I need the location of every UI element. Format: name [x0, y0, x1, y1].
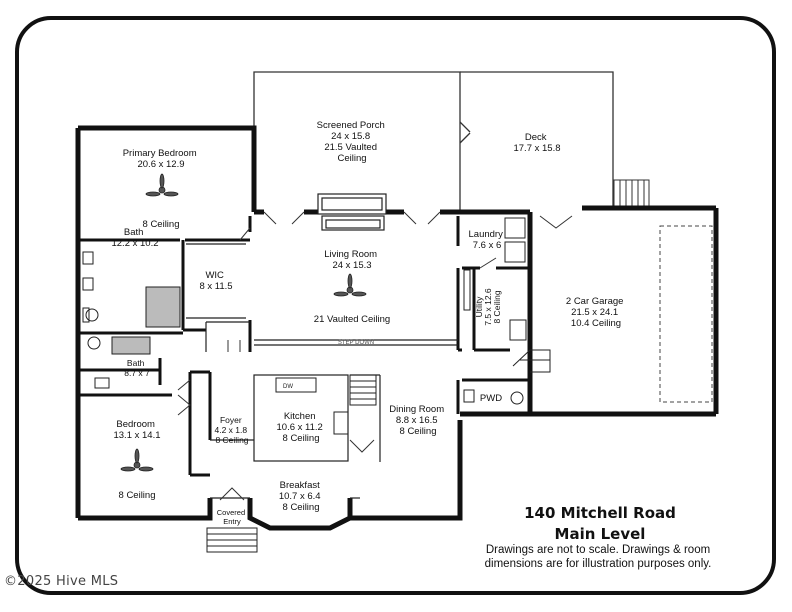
ceiling-fan-icon	[120, 448, 154, 472]
mls-watermark: ©2025 Hive MLS	[4, 574, 119, 589]
level-line: Main Level	[554, 525, 646, 543]
svg-text:Utility: Utility	[474, 296, 484, 318]
fireplace	[317, 193, 387, 231]
deck-stairs	[613, 179, 650, 209]
shower-tiles	[111, 286, 181, 355]
laundry-label: Laundry 7.6 x 6	[469, 229, 506, 251]
ceiling-fan-icon	[145, 173, 179, 197]
plan-title: 140 Mitchell Road Main Level	[470, 503, 730, 545]
kitchen-stairs	[349, 374, 377, 406]
garage-label: 2 Car Garage 21.5 x 24.1 10.4 Ceiling	[566, 296, 626, 329]
bedroom-label: Bedroom 13.1 x 14.1	[113, 419, 160, 441]
pwd-label: PWD	[480, 393, 502, 404]
disclaimer-line-1: Drawings are not to scale. Drawings & ro…	[485, 544, 711, 556]
svg-text:7.5 x 12.6: 7.5 x 12.6	[483, 288, 493, 326]
deck-outline	[459, 71, 614, 208]
dishwasher-label: DW	[283, 384, 293, 390]
bath-label: Bath 12.2 x 10.2	[111, 227, 158, 249]
fixtures	[82, 217, 527, 435]
thin-partitions	[186, 243, 458, 499]
wic-label: WIC 8 x 11.5	[199, 270, 232, 292]
covered-entry-label: Covered Entry	[217, 508, 247, 526]
ceiling-fan-icon	[333, 273, 367, 297]
page-frame	[15, 16, 776, 595]
primary-bedroom-ceiling: 8 Ceiling	[143, 219, 180, 230]
living-room-ceiling: 21 Vaulted Ceiling	[314, 314, 390, 325]
entry-steps	[206, 527, 258, 553]
foyer-label: Foyer 4.2 x 1.8 8 Ceiling	[215, 415, 250, 445]
disclaimer: Drawings are not to scale. Drawings & ro…	[448, 543, 748, 571]
address-line: 140 Mitchell Road	[524, 504, 676, 522]
bedroom-ceiling: 8 Ceiling	[119, 490, 156, 501]
bath-2-label: Bath 8.7 x 7	[124, 358, 150, 378]
deck-label: Deck 17.7 x 15.8	[513, 132, 560, 154]
screened-porch-label: Screened Porch 24 x 15.8 21.5 Vaulted Ce…	[317, 120, 388, 164]
svg-text:8 Ceiling: 8 Ceiling	[492, 290, 502, 323]
garage-steps	[512, 349, 551, 373]
step-down-label: STEP DOWN	[338, 340, 374, 346]
utility-label: Utility 7.5 x 12.6 8 Ceiling	[474, 288, 502, 326]
primary-bedroom-label: Primary Bedroom 20.6 x 12.9	[123, 148, 200, 170]
living-room-label: Living Room 24 x 15.3	[324, 249, 379, 271]
interior-walls	[80, 216, 530, 477]
dining-room-label: Dining Room 8.8 x 16.5 8 Ceiling	[389, 404, 447, 437]
kitchen-label: Kitchen 10.6 x 11.2 8 Ceiling	[277, 411, 326, 444]
disclaimer-line-2: dimensions are for illustration purposes…	[484, 558, 712, 570]
breakfast-label: Breakfast 10.7 x 6.4 8 Ceiling	[279, 480, 323, 513]
door-swings	[177, 211, 573, 501]
garage-door	[659, 225, 713, 403]
